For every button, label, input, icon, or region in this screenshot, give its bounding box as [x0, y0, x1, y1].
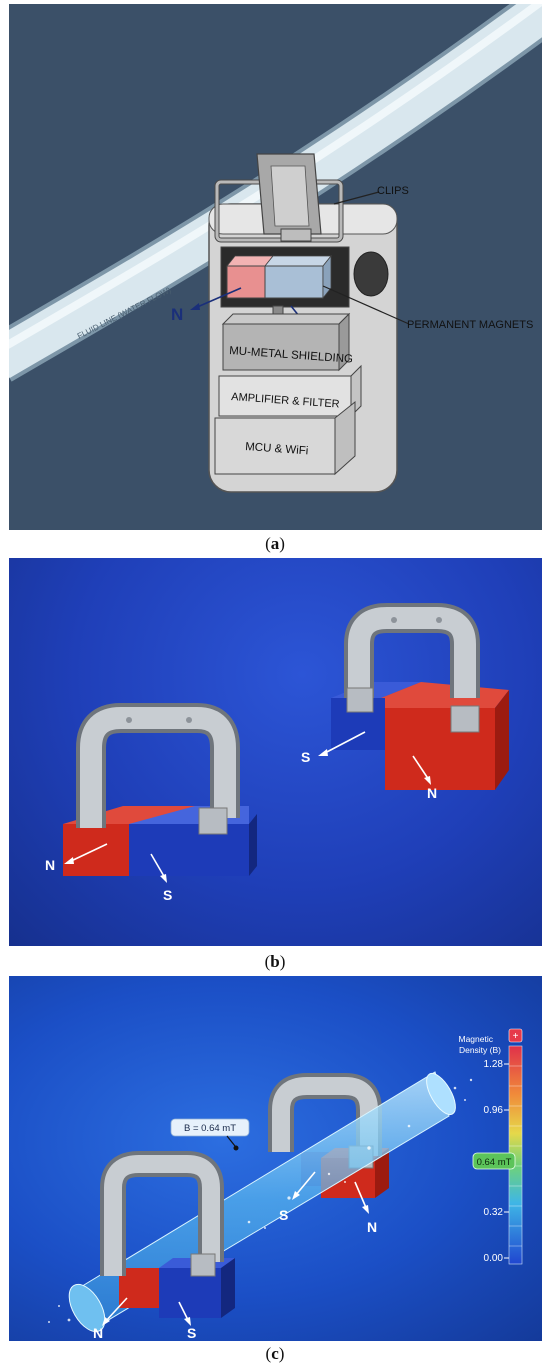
mu-metal-shielding	[222, 323, 340, 371]
clips-label: CLIPS	[377, 185, 409, 197]
colorbar-tick-4: 0.00	[484, 1253, 504, 1264]
rear-north-label: N	[367, 1219, 377, 1235]
panel-a-device-diagram: FLUID LINE (WATER FLOW) CLIPS PERMANENT …	[9, 4, 542, 530]
left-north-label: N	[45, 857, 55, 873]
caption-a: (a)	[265, 534, 285, 553]
colorbar-highlight-badge	[472, 1152, 516, 1170]
left-magnet-assembly: N S	[45, 703, 257, 903]
left-south-magnet	[129, 824, 249, 876]
front-yoke	[104, 1155, 220, 1276]
field-callout: B = 0.64 mT	[170, 1118, 250, 1151]
left-south-label: S	[163, 887, 172, 903]
housing-port	[353, 251, 389, 297]
rear-south-label: S	[279, 1207, 288, 1223]
left-yoke	[80, 707, 236, 828]
colorbar-title-line2: Density (B)	[459, 1045, 501, 1055]
front-north-label: N	[93, 1325, 103, 1341]
right-magnet-assembly: S N	[301, 603, 509, 801]
colorbar-highlight-value: 0.64 mT	[477, 1157, 512, 1168]
front-south-label: S	[187, 1325, 196, 1341]
colorbar-tick-1: 1.28	[484, 1059, 504, 1070]
clip-assembly	[214, 153, 344, 243]
svg-text:+: +	[513, 1031, 519, 1042]
right-yoke	[348, 607, 476, 698]
south-magnet	[264, 265, 324, 299]
magnetic-density-colorbar: Magnetic Density (B) + 1.28 0.96 0.32 0.…	[459, 1028, 523, 1265]
colorbar-tick-2: 0.96	[484, 1105, 504, 1116]
right-south-label: S	[301, 749, 310, 765]
front-magnet-assembly	[100, 1151, 235, 1318]
right-north-label: N	[427, 785, 437, 801]
caption-c: (c)	[265, 1344, 285, 1363]
mcu-label: MCU & WiFi	[245, 441, 309, 457]
field-value-label: B = 0.64 mT	[184, 1123, 236, 1134]
panel-b-magnet-assemblies: N S S N	[9, 558, 542, 946]
rear-yoke	[272, 1077, 378, 1156]
colorbar-tick-3: 0.32	[484, 1207, 504, 1218]
north-label: N	[171, 305, 183, 324]
north-magnet	[226, 265, 266, 299]
colorbar-title-line1: Magnetic	[459, 1034, 494, 1044]
mcu-wifi	[214, 417, 336, 475]
colorbar-expand-icon[interactable]	[508, 1028, 523, 1043]
caption-b: (b)	[264, 952, 286, 971]
panel-c-field-simulation: N S S N B = 0.64 mT Magnetic Density (B)…	[9, 976, 542, 1341]
amplifier-filter	[218, 375, 352, 417]
magnets-label: PERMANENT MAGNETS	[407, 319, 533, 331]
